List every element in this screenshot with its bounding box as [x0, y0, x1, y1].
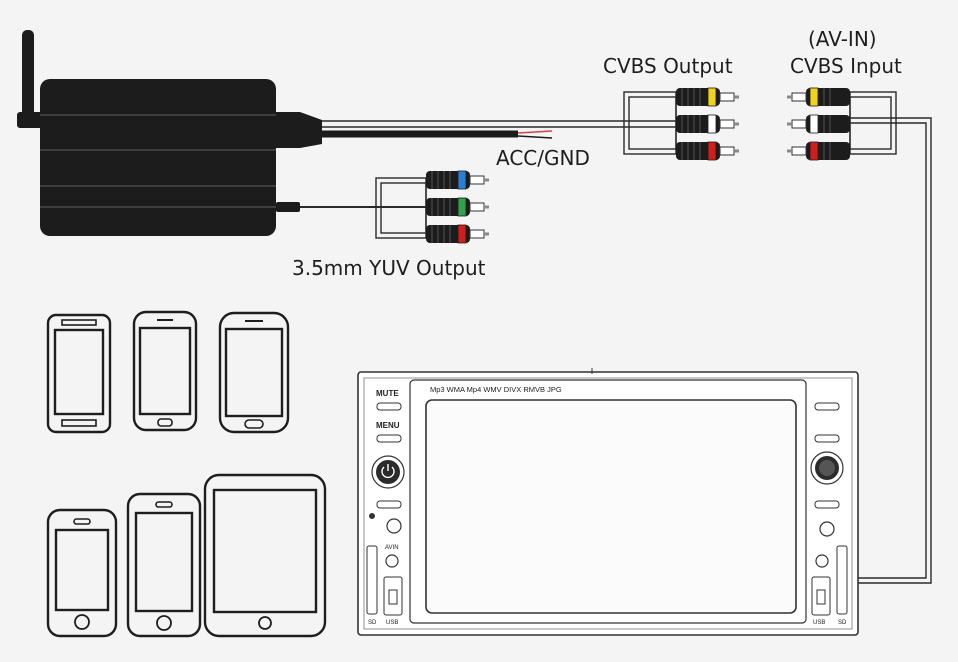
- jack-3-5mm: [276, 202, 300, 212]
- mute-label: MUTE: [376, 389, 399, 398]
- power-knob[interactable]: [371, 455, 405, 489]
- volume-knob[interactable]: [810, 451, 844, 485]
- yuv-output-plugs: [426, 170, 489, 244]
- cvbs-output-bundle: [623, 91, 677, 155]
- avin-port[interactable]: [385, 554, 399, 568]
- cvbs-input-plugs: [787, 87, 850, 161]
- right-round-button-1[interactable]: [819, 521, 835, 537]
- antenna: [22, 30, 34, 128]
- rca-plug-red: [426, 224, 489, 244]
- usb-port-left[interactable]: [383, 576, 403, 616]
- box-body: [40, 79, 276, 236]
- media-formats-text: Mp3 WMA Mp4 WMV DIVX RMVB JPG: [430, 385, 562, 394]
- left-button-3[interactable]: [376, 500, 402, 509]
- sd-slot-left[interactable]: [366, 545, 378, 615]
- right-button-3[interactable]: [814, 500, 840, 509]
- av-in-label: (AV-IN): [808, 27, 877, 51]
- phone-icon: [218, 311, 290, 434]
- rca-plug-yellow: [676, 87, 739, 107]
- screen: [425, 399, 797, 614]
- rca-plug-blue: [426, 170, 489, 190]
- phone-icon: [46, 313, 112, 434]
- rca-plug-red: [676, 141, 739, 161]
- left-round-button[interactable]: [386, 518, 402, 534]
- usb-label-left: USB: [386, 620, 398, 626]
- cvbs-output-plugs: [676, 87, 739, 161]
- cvbs-input-bundle: [849, 91, 932, 584]
- phone-icon: [46, 508, 118, 638]
- menu-label: MENU: [376, 421, 400, 430]
- sd-slot-right[interactable]: [836, 545, 848, 615]
- rca-plug-yellow: [787, 87, 850, 107]
- interface-box: [17, 30, 322, 236]
- menu-button[interactable]: [376, 434, 402, 443]
- right-button-2[interactable]: [814, 434, 840, 443]
- left-control-panel: MUTE MENU AVIN SD USB: [366, 389, 405, 626]
- sd-label-left: SD: [368, 620, 377, 626]
- phone-icon: [126, 492, 202, 638]
- usb-port-right[interactable]: [811, 576, 831, 616]
- yuv-cable: [300, 177, 427, 239]
- rca-plug-green: [426, 197, 489, 217]
- head-unit: Mp3 WMA Mp4 WMV DIVX RMVB JPG MUTE MENU …: [357, 368, 859, 636]
- right-button-1[interactable]: [814, 402, 840, 411]
- acc-gnd-wire: [517, 130, 553, 134]
- mute-button[interactable]: [376, 402, 402, 411]
- sd-label-right: SD: [838, 620, 847, 626]
- tablet-icon: [203, 473, 327, 638]
- rca-plug-white: [787, 114, 850, 134]
- rca-plug-red: [787, 141, 850, 161]
- yuv-output-label: 3.5mm YUV Output: [292, 256, 486, 280]
- ir-sensor: [369, 513, 375, 519]
- compatible-devices: [46, 310, 327, 638]
- acc-gnd-label: ACC/GND: [496, 146, 590, 170]
- cvbs-output-label: CVBS Output: [603, 54, 733, 78]
- cvbs-input-label: CVBS Input: [790, 54, 902, 78]
- main-cable: [322, 120, 676, 139]
- avin-label: AVIN: [385, 545, 399, 551]
- right-control-panel: USB SD: [810, 402, 848, 626]
- right-round-button-2[interactable]: [815, 554, 829, 568]
- power-icon: [381, 466, 395, 479]
- phone-icon: [132, 310, 198, 432]
- rca-plug-white: [676, 114, 739, 134]
- usb-label-right: USB: [813, 620, 825, 626]
